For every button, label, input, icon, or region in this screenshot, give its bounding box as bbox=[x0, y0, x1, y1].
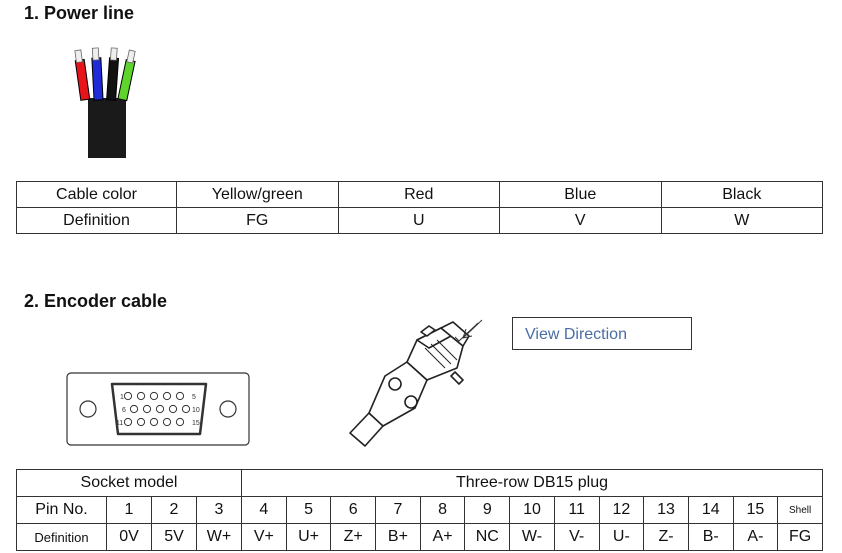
encoder-table-definition-row: Definition 0V 5V W+ V+ U+ Z+ B+ A+ NC W-… bbox=[16, 523, 823, 551]
power-cell: Blue bbox=[499, 181, 662, 208]
pin-number-label: 10 bbox=[192, 407, 200, 414]
pin-number-label: 6 bbox=[122, 407, 126, 414]
definition-cell: FG bbox=[777, 523, 823, 551]
socket-model-header: Socket model bbox=[16, 469, 242, 497]
power-cable-illustration bbox=[74, 47, 136, 158]
pin-cell: 6 bbox=[330, 496, 377, 524]
power-cell: V bbox=[499, 207, 662, 234]
power-cell: Red bbox=[337, 181, 500, 208]
definition-cell: V- bbox=[553, 523, 600, 551]
pin-number-label: 1 bbox=[120, 394, 124, 401]
pin-number-label: 15 bbox=[192, 420, 200, 427]
mounting-hole-left bbox=[79, 400, 97, 418]
plug-front bbox=[440, 321, 470, 347]
pin-number-label: 11 bbox=[116, 420, 123, 427]
pin-cell: 14 bbox=[687, 496, 734, 524]
definition-cell: 0V bbox=[106, 523, 152, 551]
wire-red bbox=[74, 49, 91, 101]
section-heading-power-line: 1. Power line bbox=[24, 3, 135, 23]
mounting-hole-right bbox=[219, 400, 237, 418]
pin-cell: 12 bbox=[598, 496, 645, 524]
encoder-table-header-row: Socket model Three-row DB15 plug bbox=[16, 469, 823, 497]
pin-cell: 5 bbox=[285, 496, 332, 524]
pin-cell: 1 bbox=[106, 496, 152, 524]
pin-number-label: 5 bbox=[192, 394, 196, 401]
definition-cell: U+ bbox=[285, 523, 332, 551]
view-direction-box: View Direction bbox=[512, 317, 692, 350]
definition-cell: U- bbox=[598, 523, 645, 551]
power-line-table: Cable color Yellow/green Red Blue Black … bbox=[16, 181, 823, 234]
power-cell: Cable color bbox=[16, 181, 177, 208]
pin-cell: 8 bbox=[419, 496, 466, 524]
pin-cell-shell: Shell bbox=[777, 496, 823, 524]
definition-cell: V+ bbox=[241, 523, 287, 551]
db15-plug-illustration bbox=[349, 319, 483, 447]
power-cell: FG bbox=[176, 207, 339, 234]
pin-cell: 13 bbox=[643, 496, 689, 524]
definition-cell: W+ bbox=[196, 523, 242, 551]
power-table-definition-row: Definition FG U V W bbox=[16, 207, 823, 234]
encoder-table-pin-row: Pin No. 1 2 3 4 5 6 7 8 9 10 11 12 13 14… bbox=[16, 496, 823, 524]
pin-label-cell: Pin No. bbox=[16, 496, 107, 524]
definition-label-cell: Definition bbox=[16, 523, 107, 551]
pin-cell: 3 bbox=[196, 496, 242, 524]
power-cell: Black bbox=[660, 181, 823, 208]
pin-cell: 10 bbox=[509, 496, 555, 524]
pin-cell: 15 bbox=[732, 496, 779, 524]
wire-black bbox=[106, 47, 120, 101]
plug-type-header: Three-row DB15 plug bbox=[241, 469, 823, 497]
pin-cell: 4 bbox=[241, 496, 287, 524]
power-cell: Yellow/green bbox=[176, 181, 339, 208]
db15-socket-face: 1 6 11 5 10 15 bbox=[66, 372, 250, 446]
definition-cell: NC bbox=[464, 523, 511, 551]
definition-cell: A+ bbox=[419, 523, 466, 551]
pin-cell: 2 bbox=[151, 496, 197, 524]
cable-jacket bbox=[88, 98, 126, 158]
pin-cell: 7 bbox=[375, 496, 421, 524]
pin-cell: 11 bbox=[553, 496, 600, 524]
definition-cell: Z+ bbox=[330, 523, 377, 551]
wire-yellow-green bbox=[117, 49, 136, 102]
definition-cell: B+ bbox=[375, 523, 421, 551]
definition-cell: W- bbox=[509, 523, 555, 551]
definition-cell: A- bbox=[732, 523, 779, 551]
view-direction-label: View Direction bbox=[525, 326, 627, 343]
power-cell: W bbox=[660, 207, 823, 234]
power-table-header-row: Cable color Yellow/green Red Blue Black bbox=[16, 181, 823, 208]
definition-cell: Z- bbox=[643, 523, 689, 551]
encoder-pinout-table: Socket model Three-row DB15 plug Pin No.… bbox=[16, 469, 823, 551]
view-direction-arrow bbox=[454, 319, 483, 342]
socket-pins bbox=[123, 391, 191, 427]
definition-cell: 5V bbox=[151, 523, 197, 551]
power-cell: U bbox=[337, 207, 500, 234]
section-heading-encoder-cable: 2. Encoder cable bbox=[24, 291, 168, 311]
pin-cell: 9 bbox=[464, 496, 511, 524]
power-cell: Definition bbox=[16, 207, 177, 234]
definition-cell: B- bbox=[687, 523, 734, 551]
wire-blue bbox=[91, 47, 104, 101]
